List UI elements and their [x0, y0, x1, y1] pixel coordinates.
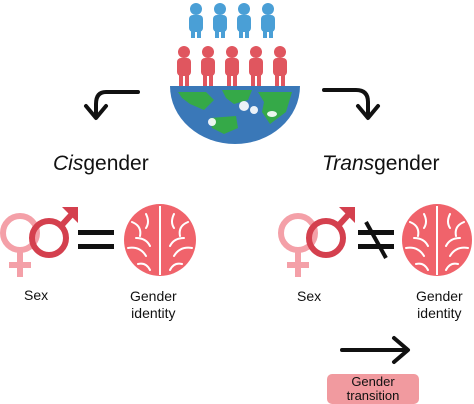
gender-identity-line1: Gender: [130, 288, 177, 304]
sex-label-left: Sex: [24, 287, 49, 303]
transition-line2: transition: [346, 388, 400, 403]
cisgender-italic-part: Cis: [53, 152, 84, 175]
person-icon: [189, 3, 203, 38]
people-row-blue: [189, 3, 275, 38]
transition-line1: Gender: [351, 374, 395, 389]
transgender-rest-part: gender: [374, 152, 440, 175]
male-symbol-icon: [29, 211, 75, 258]
gender-transition-badge: Gender transition: [327, 374, 419, 404]
transition-arrow-icon: [340, 336, 410, 364]
male-symbol-icon: [306, 211, 352, 258]
male-arrowhead: [339, 207, 355, 223]
globe-icon: [170, 86, 300, 144]
people-row-red: [177, 46, 287, 86]
person-icon: [237, 3, 251, 38]
person-icon: [225, 46, 239, 86]
person-icon: [177, 46, 191, 86]
cisgender-heading: Cisgender: [53, 152, 149, 176]
gender-identity-line2: identity: [131, 305, 176, 321]
arrow-right-icon: [322, 88, 380, 120]
female-symbol-icon: [278, 213, 318, 277]
sex-symbols-left: [0, 207, 78, 277]
person-icon: [201, 46, 215, 86]
arrow-left-icon: [84, 90, 140, 120]
transgender-heading: Transgender: [322, 152, 440, 176]
person-icon: [213, 3, 227, 38]
gender-identity-line1: Gender: [416, 288, 463, 304]
equals-icon: [78, 230, 114, 249]
person-icon: [249, 46, 263, 86]
transgender-italic-part: Trans: [322, 152, 375, 175]
sex-label-right: Sex: [297, 288, 322, 304]
gender-identity-line2: identity: [417, 305, 462, 321]
person-icon: [273, 46, 287, 86]
not-equal-icon: [358, 221, 394, 259]
person-icon: [261, 3, 275, 38]
male-arrowhead: [62, 207, 78, 223]
brain-icon: [124, 204, 196, 276]
female-symbol-icon: [0, 213, 40, 277]
sex-symbols-right: [278, 207, 355, 277]
gender-identity-label-right: Gender identity: [416, 288, 463, 322]
gender-identity-label-left: Gender identity: [130, 288, 177, 322]
brain-icon: [402, 204, 472, 276]
cisgender-rest-part: gender: [83, 152, 149, 175]
